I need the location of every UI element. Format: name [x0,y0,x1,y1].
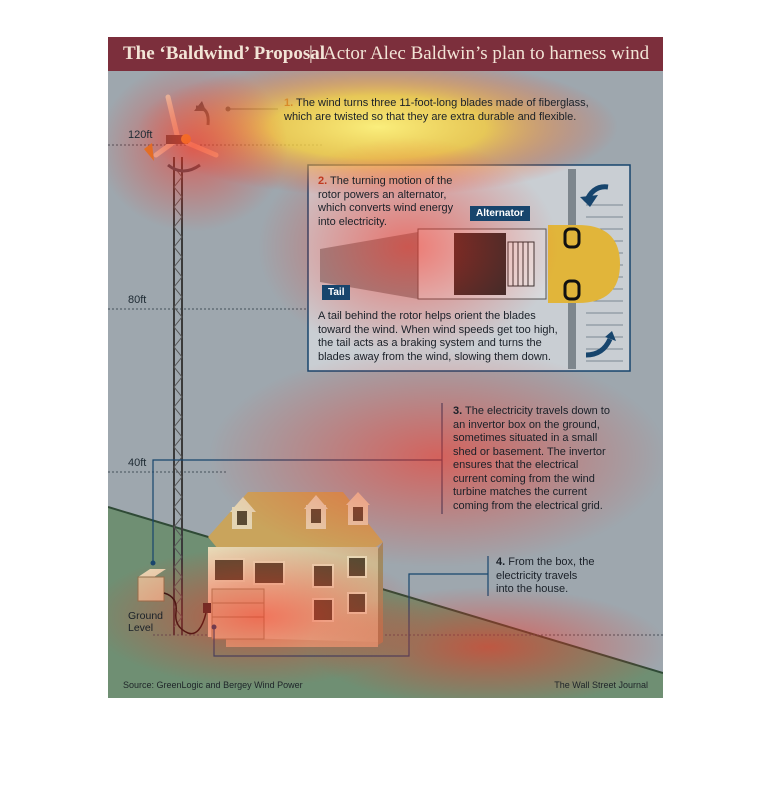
tail-note-line-3: the tail acts as a braking system and tu… [318,337,542,349]
step-3-line-3: sometimes situated in a small [453,432,598,444]
step-2-line-3: which converts wind energy [318,202,454,214]
step-3-line-5: ensures that the electrical [453,459,579,471]
tail-note: A tail behind the rotor helps orient the… [318,310,558,364]
step-2-line-2: rotor powers an alternator, [318,188,447,201]
infographic: The ‘Baldwind’ Proposal | Actor Alec Bal… [108,37,663,698]
step-2-line-1: The turning motion of the [330,175,453,187]
step-4: 4. From the box, the electricity travels… [496,556,594,597]
tail-note-line-4: blades away from the wind, slowing them … [318,350,551,363]
tail-note-line-1: A tail behind the rotor helps orient the… [318,310,536,322]
step-1: 1. The wind turns three 11-foot-long bla… [284,97,589,124]
illustration [108,57,663,698]
step-3-line-1: The electricity travels down to [465,405,610,417]
step-3-number: 3. [453,405,463,417]
attention-heatmap [108,57,663,698]
step-4-line-1: From the box, the [508,556,595,568]
header-bar: The ‘Baldwind’ Proposal | Actor Alec Bal… [108,37,663,71]
tail-tag: Tail [322,285,351,300]
publisher-credit: The Wall Street Journal [554,680,648,690]
altitude-label-120: 120ft [128,129,153,141]
step-1-line-2: which are twisted so that they are extra… [284,110,577,123]
step-3-line-8: coming from the electrical grid. [453,499,603,512]
ground-level-line-1: Ground [128,610,164,622]
step-2-number: 2. [318,175,328,187]
title-separator: | [309,43,313,64]
step-3-line-4: shed or basement. The invertor [453,445,606,458]
page-subtitle: Actor Alec Baldwin’s plan to harness win… [323,43,650,64]
step-3-line-7: turbine matches the current [453,486,587,498]
step-1-number: 1. [284,97,294,109]
alternator-tag: Alternator [470,206,530,221]
step-2: 2. The turning motion of the rotor power… [318,175,453,229]
page-title: The ‘Baldwind’ Proposal [123,43,326,64]
step-2-line-4: into electricity. [318,215,387,228]
ground-level-line-2: Level [128,622,154,634]
step-4-line-2: electricity travels [496,569,578,582]
step-4-number: 4. [496,556,506,568]
step-4-line-3: into the house. [496,583,569,595]
altitude-label-80: 80ft [128,294,147,306]
step-3-line-2: an invertor box on the ground, [453,418,600,431]
source-note: Source: GreenLogic and Bergey Wind Power [123,680,303,690]
step-3: 3. The electricity travels down to an in… [453,405,610,513]
ground-level-label: Ground Level [128,610,163,634]
tail-note-line-2: toward the wind. When wind speeds get to… [318,323,558,336]
step-1-line-1: The wind turns three 11-foot-long blades… [296,97,589,109]
altitude-label-40: 40ft [128,457,147,469]
step-3-line-6: current coming from the wind [453,472,595,485]
